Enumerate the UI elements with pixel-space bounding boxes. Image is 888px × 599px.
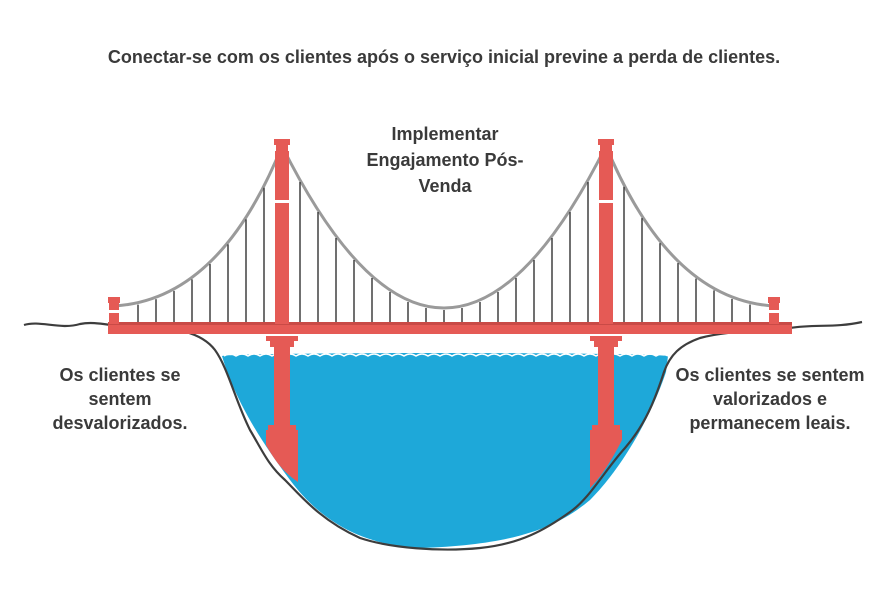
- water-surface: [223, 353, 669, 357]
- bridge-deck: [108, 324, 792, 334]
- main-cable-center-span: [280, 145, 608, 310]
- left-tower: [266, 139, 298, 482]
- right-tower: [590, 139, 622, 488]
- right-end-post: [767, 297, 781, 324]
- left-outcome-label: Os clientes se sentem desvalorizados.: [52, 365, 188, 433]
- main-cable-left-span: [113, 145, 284, 308]
- water: [222, 353, 668, 548]
- diagram-title: Conectar-se com os clientes após o servi…: [107, 47, 781, 67]
- bridge-deck-top-line: [108, 322, 792, 325]
- left-end-post: [107, 297, 121, 324]
- suspension-hangers: [137, 182, 751, 323]
- right-outcome-label: Os clientes se sentem valorizados e perm…: [675, 365, 865, 433]
- main-cable-right-span: [604, 145, 775, 308]
- bridge-label: Implementar Engajamento Pós-Venda: [366, 124, 524, 196]
